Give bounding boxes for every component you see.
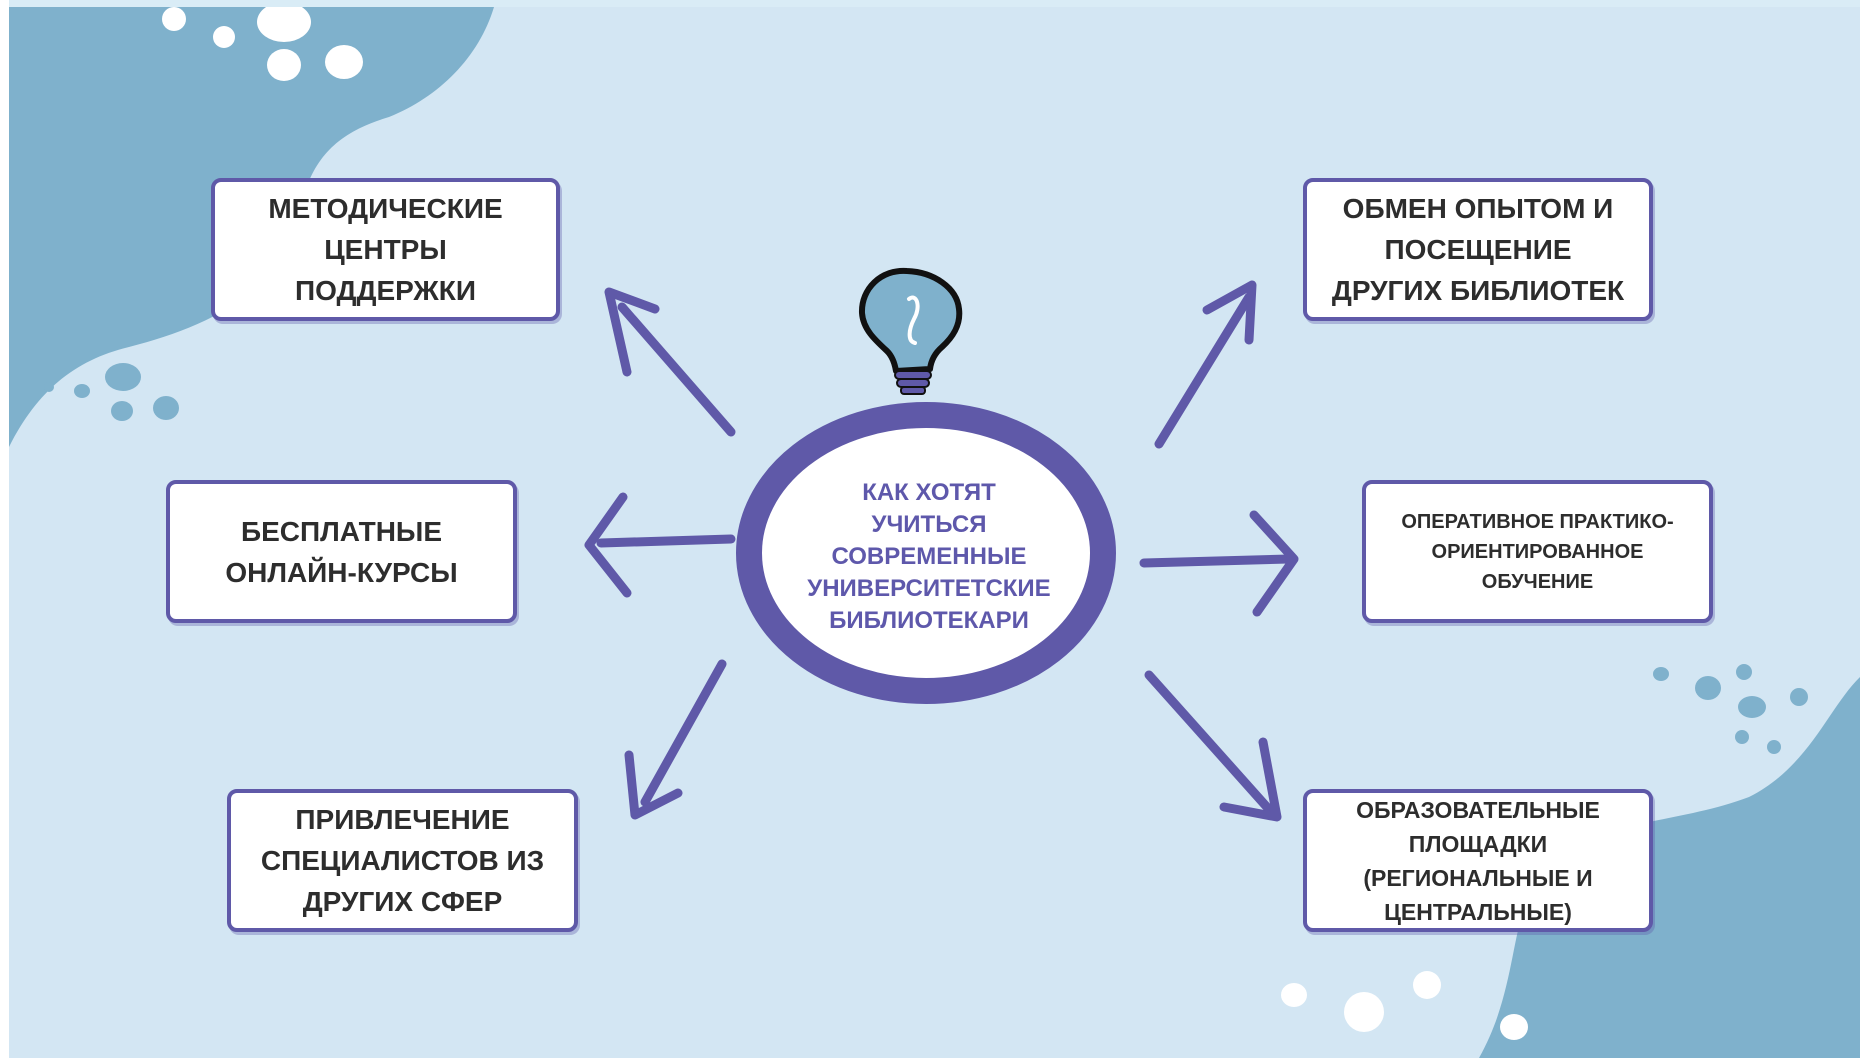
node-external-specialists: ПРИВЛЕЧЕНИЕ СПЕЦИАЛИСТОВ ИЗ ДРУГИХ СФЕР — [227, 789, 578, 932]
arrows — [584, 280, 1299, 822]
node-free-online-courses-label: БЕСПЛАТНЫЕ ОНЛАЙН-КУРСЫ — [225, 515, 458, 588]
arrow-to-external-specialists — [640, 659, 727, 807]
node-external-specialists-label: ПРИВЛЕЧЕНИЕ СПЕЦИАЛИСТОВ ИЗ ДРУГИХ СФЕР — [260, 804, 545, 917]
diagram-canvas: КАК ХОТЯТ УЧИТЬСЯ СОВРЕМЕННЫЕ УНИВЕРСИТЕ… — [9, 7, 1860, 1058]
arrow-to-practical-training — [1139, 554, 1294, 568]
white-dots-bottom-right — [1281, 971, 1528, 1040]
node-educational-platforms-label: ОБРАЗОВАТЕЛЬНЫЕ ПЛОЩАДКИ (РЕГИОНАЛЬНЫЕ И… — [1356, 796, 1600, 925]
arrow-to-experience-exchange — [1154, 292, 1254, 449]
arrow-to-educational-platforms — [1144, 670, 1279, 820]
node-free-online-courses: БЕСПЛАТНЫЕ ОНЛАЙН-КУРСЫ — [166, 480, 517, 623]
lightbulb-icon — [858, 267, 963, 395]
node-experience-exchange-label: ОБМЕН ОПЫТОМ И ПОСЕЩЕНИЕ ДРУГИХ БИБЛИОТЕ… — [1331, 193, 1625, 306]
arrowhead-educational-platforms — [1219, 737, 1282, 822]
arrowhead-experience-exchange — [1202, 280, 1257, 345]
arrow-to-methodical-centers — [617, 302, 736, 437]
node-practical-training-label: ОПЕРАТИВНОЕ ПРАКТИКО- ОРИЕНТИРОВАННОЕ ОБ… — [1401, 510, 1674, 593]
node-practical-training: ОПЕРАТИВНОЕ ПРАКТИКО- ОРИЕНТИРОВАННОЕ ОБ… — [1362, 480, 1713, 623]
center-topic: КАК ХОТЯТ УЧИТЬСЯ СОВРЕМЕННЫЕ УНИВЕРСИТЕ… — [807, 479, 1051, 634]
arrowhead-online-courses — [584, 492, 632, 598]
arrowhead-methodical-centers — [604, 287, 660, 377]
blue-dots-left — [44, 363, 179, 421]
blue-dots-right — [1653, 664, 1808, 754]
node-methodical-centers: МЕТОДИЧЕСКИЕ ЦЕНТРЫ ПОДДЕРЖКИ — [211, 178, 560, 321]
white-dots-top-left — [162, 7, 363, 81]
center-ellipse — [736, 402, 1116, 704]
arrowhead-practical-training — [1249, 510, 1299, 617]
bottom-right-blob — [1479, 677, 1860, 1058]
node-methodical-centers-label: МЕТОДИЧЕСКИЕ ЦЕНТРЫ ПОДДЕРЖКИ — [268, 193, 503, 306]
node-educational-platforms: ОБРАЗОВАТЕЛЬНЫЕ ПЛОЩАДКИ (РЕГИОНАЛЬНЫЕ И… — [1303, 789, 1653, 932]
arrow-to-online-courses — [596, 534, 736, 548]
top-border — [0, 0, 1860, 7]
node-experience-exchange: ОБМЕН ОПЫТОМ И ПОСЕЩЕНИЕ ДРУГИХ БИБЛИОТЕ… — [1303, 178, 1653, 321]
left-border — [0, 0, 9, 1058]
arrowhead-external-specialists — [624, 750, 683, 820]
